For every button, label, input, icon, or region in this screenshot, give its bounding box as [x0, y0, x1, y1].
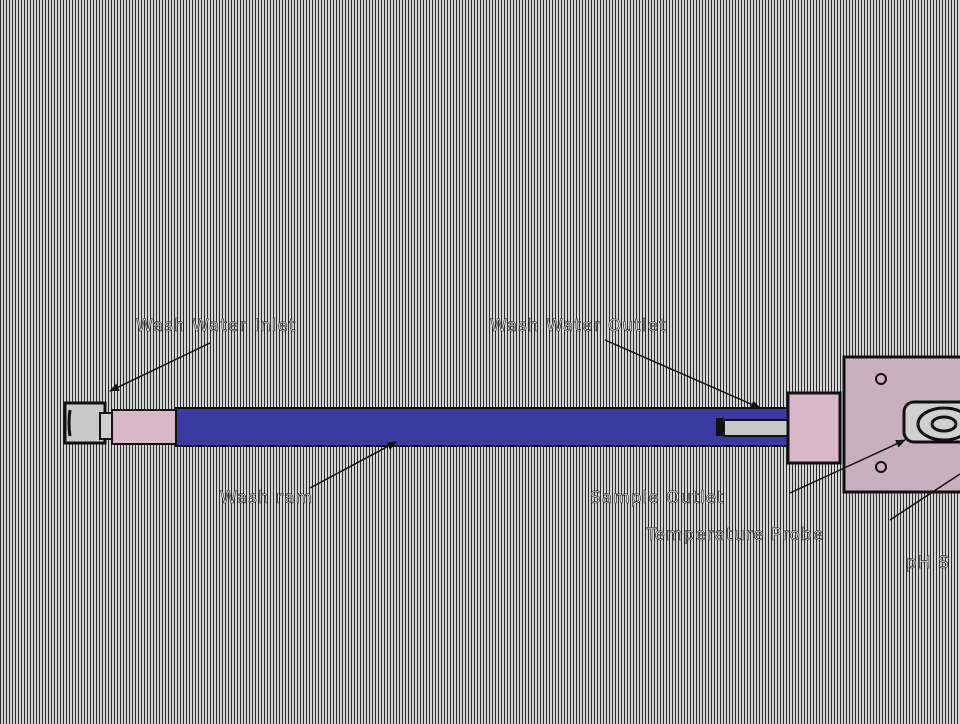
- label-sample-outlet: Sample Outlet: [590, 488, 725, 509]
- inlet-fitting-body: [63, 401, 107, 445]
- sensor-housing: [842, 355, 960, 494]
- label-wash-ram: Wash ram: [220, 488, 314, 509]
- leader-wash-water-inlet: [109, 342, 211, 392]
- label-wash-water-inlet: Wash Water Inlet: [136, 316, 297, 337]
- wash-ram-shaft: [175, 407, 791, 447]
- leader-sample-outlet: [789, 439, 906, 494]
- label-ph: pH S: [906, 553, 950, 574]
- probe-port-icon: [916, 406, 960, 442]
- bolt-icon: [875, 461, 887, 473]
- connector-block: [786, 391, 842, 465]
- bolt-icon: [875, 373, 887, 385]
- leader-wash-water-outlet: [604, 339, 761, 409]
- label-temperature-probe: Temperature Probe: [646, 525, 825, 546]
- leader-wash-ram: [309, 441, 397, 489]
- leader-temperature-probe: [889, 473, 960, 521]
- sleeve: [111, 409, 179, 445]
- label-wash-water-outlet: Wash Water Outlet: [490, 316, 667, 337]
- inlet-fitting: [63, 401, 113, 445]
